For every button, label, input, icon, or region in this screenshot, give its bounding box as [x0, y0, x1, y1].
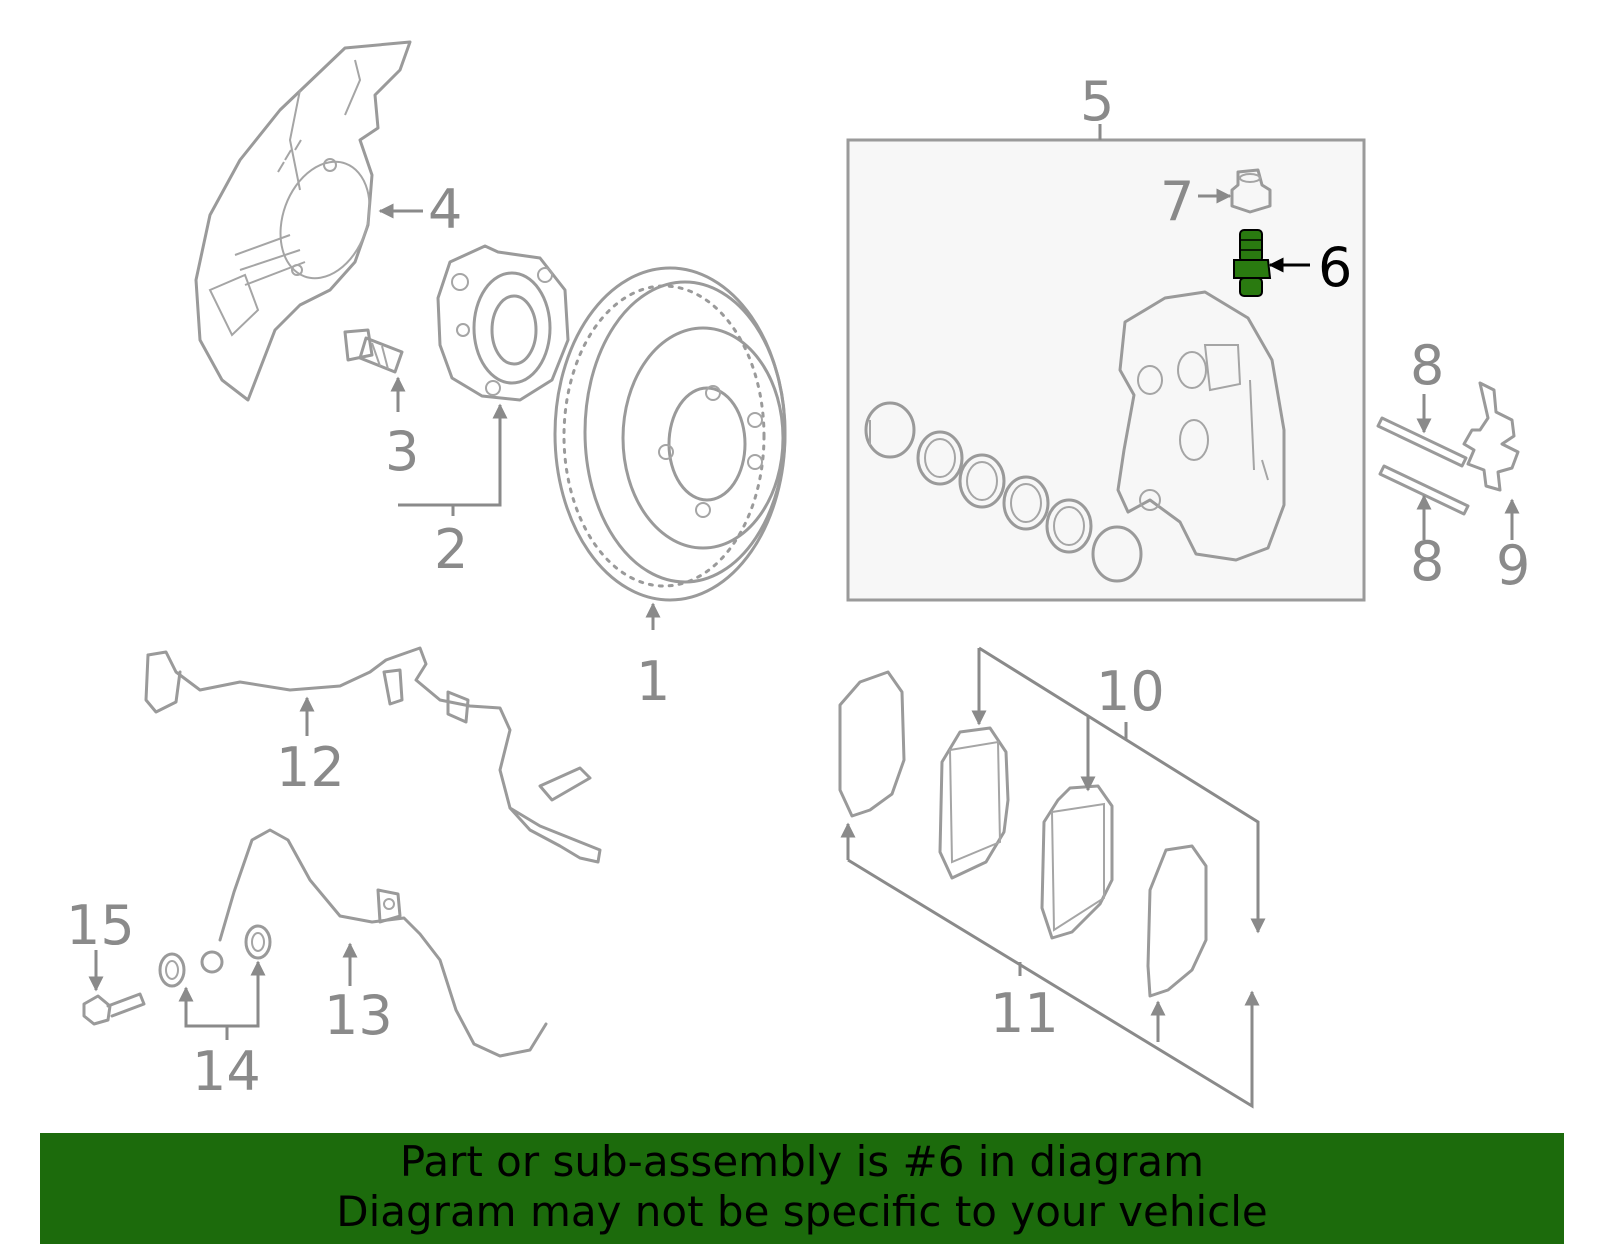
banner-line-1: Part or sub-assembly is #6 in diagram [399, 1137, 1205, 1186]
brake-rotor [553, 266, 787, 602]
bleeder-screw-highlighted [1233, 229, 1272, 297]
callout-4: 4 [428, 178, 462, 241]
callout-14: 14 [192, 1040, 261, 1103]
abs-sensor [144, 646, 602, 864]
callout-6: 6 [1318, 236, 1352, 299]
anti-rattle-clip [1462, 381, 1520, 492]
piston-seals [864, 401, 1143, 583]
bleeder-cap [1230, 168, 1272, 214]
callout-15: 15 [66, 894, 135, 957]
callout-13: 13 [324, 984, 393, 1047]
bolt [82, 992, 146, 1026]
banner-line-2: Diagram may not be specific to your vehi… [336, 1187, 1268, 1236]
guide-pins [1376, 416, 1470, 516]
callout-8-bottom: 8 [1410, 530, 1444, 593]
callout-9: 9 [1496, 534, 1530, 597]
callout-5: 5 [1080, 70, 1114, 133]
info-banner: Part or sub-assembly is #6 in diagram Di… [40, 1133, 1564, 1244]
wheel-stud [343, 328, 404, 374]
callout-3: 3 [385, 420, 419, 483]
dust-shield [194, 40, 412, 402]
callout-7: 7 [1160, 170, 1194, 233]
callout-8-top: 8 [1410, 334, 1444, 397]
callout-1: 1 [636, 650, 670, 713]
brake-hose [200, 828, 548, 1058]
banjo-washers [158, 924, 272, 988]
callout-10: 10 [1096, 660, 1165, 723]
leader-lines [88, 124, 1520, 1109]
brake-pads [838, 670, 1208, 998]
callout-11: 11 [990, 982, 1059, 1045]
brake-caliper [1116, 290, 1286, 562]
callout-2: 2 [434, 518, 468, 581]
callout-12: 12 [276, 736, 345, 799]
hub-bearing [436, 244, 570, 402]
